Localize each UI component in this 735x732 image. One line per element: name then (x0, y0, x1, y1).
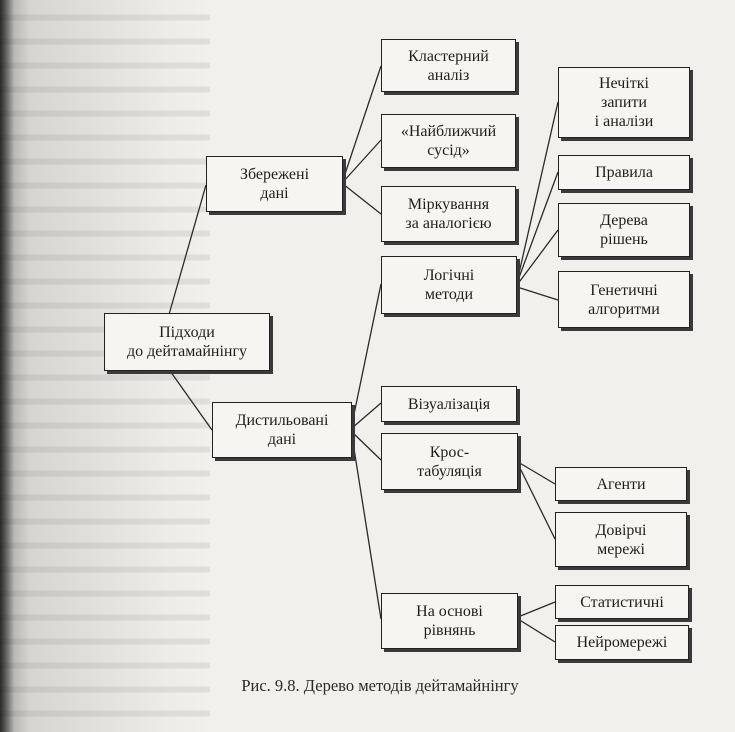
edge-logical-rules (516, 171, 559, 284)
edge-distilled-visualization (351, 402, 382, 429)
edge-stored-cluster (342, 65, 382, 181)
edge-stored-analogy (342, 183, 382, 215)
node-stored-data: Збережені дані (206, 156, 343, 212)
node-statistical: Статистичні (555, 585, 689, 619)
node-equation-based: На основі рівнянь (381, 593, 518, 649)
node-agents: Агенти (555, 467, 687, 501)
node-genetic-algorithms: Генетичні алгоритми (558, 271, 690, 328)
node-fuzzy-queries: Нечіткі запити і аналізи (558, 67, 690, 138)
node-belief-networks: Довірчі мережі (555, 512, 687, 567)
edge-distilled-equations (351, 435, 382, 620)
node-analogy-reasoning: Міркування за аналогією (381, 186, 516, 242)
page-edge-shadow (0, 0, 14, 732)
node-neural-networks: Нейромережі (555, 625, 689, 660)
edge-logical-fuzzy (516, 101, 559, 283)
edge-crosstab-agents (517, 461, 556, 485)
edge-distilled-logical (351, 283, 382, 425)
edge-logical-genetic (516, 286, 559, 301)
node-crosstab: Крос- табуляція (381, 433, 518, 490)
edge-stored-nearest (342, 139, 382, 183)
edge-equations-neural (517, 618, 556, 643)
edge-equations-statistical (517, 601, 556, 618)
node-root: Підходи до дейтамайнінгу (104, 313, 270, 371)
node-nearest-neighbor: «Найближчий сусід» (381, 114, 516, 168)
node-cluster-analysis: Кластерний аналіз (381, 39, 516, 92)
node-logical-methods: Логічні методи (381, 256, 517, 314)
node-visualization: Візуалізація (381, 386, 517, 422)
edge-root-stored (167, 184, 207, 319)
node-decision-trees: Дерева рішень (558, 203, 690, 257)
node-rules: Правила (558, 155, 690, 190)
edge-crosstab-belief (517, 463, 556, 540)
node-distilled-data: Дистильовані дані (212, 402, 352, 458)
edge-distilled-crosstab (351, 431, 382, 461)
figure-caption: Рис. 9.8. Дерево методів дейтамайнінгу (241, 676, 519, 695)
edge-root-distilled (167, 367, 213, 431)
edge-logical-trees (516, 229, 559, 286)
